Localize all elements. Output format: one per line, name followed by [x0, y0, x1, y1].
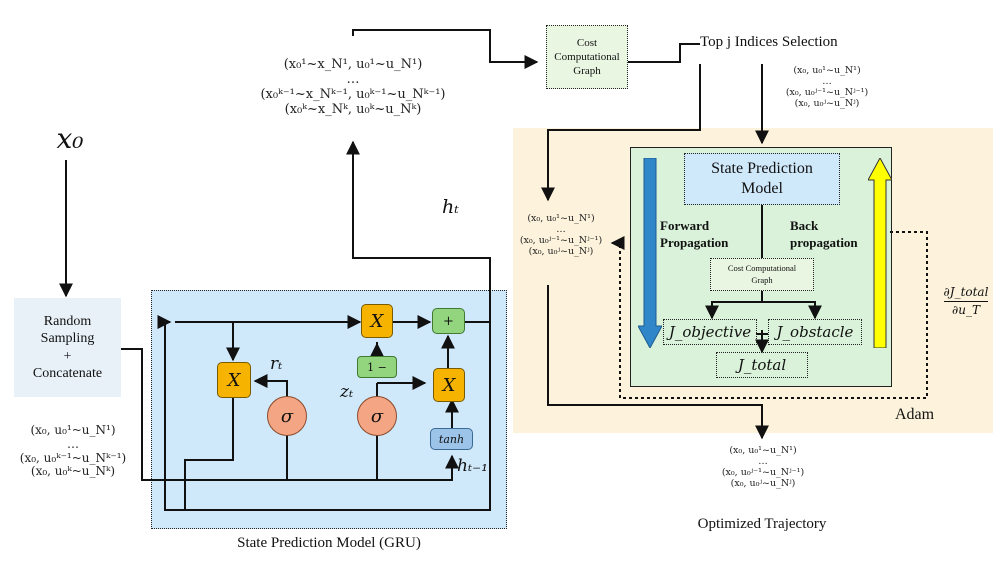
mult-gate-right: X: [433, 368, 465, 402]
gradient-fraction: ∂J_total ∂u_T: [934, 285, 998, 318]
arrow-ht-to-predicted: [346, 140, 491, 296]
selected-tuple-j-minus-1: (x₀, u₀ʲ⁻¹~u_Nʲ⁻¹): [785, 86, 869, 98]
candidate-tuple-j: (x₀, u₀ʲ~u_Nʲ): [528, 245, 594, 257]
input-tuple-ellipsis: …: [67, 436, 79, 451]
predicted-tuples: (x₀¹~x_N¹, u₀¹~u_N¹) … (x₀ᵏ⁻¹~x_Nᵏ⁻¹, u₀…: [258, 57, 448, 118]
line-cost-to-topj: [627, 43, 700, 63]
forward-propagation-arrow: [638, 158, 662, 348]
forward-line2: Propagation: [660, 234, 729, 250]
one-minus-box: 1 −: [357, 356, 397, 378]
output-tuple-ellipsis: …: [758, 455, 768, 467]
selected-tuples: (x₀, u₀¹~u_N¹) … (x₀, u₀ʲ⁻¹~u_Nʲ⁻¹) (x₀,…: [772, 65, 882, 110]
gradient-numerator: ∂J_total: [943, 285, 989, 303]
sigma-update-circle: σ: [357, 396, 397, 436]
tanh-box: tanh: [430, 428, 473, 450]
cost-graph-top-box: Cost Computational Graph: [546, 25, 628, 89]
adam-label: Adam: [895, 406, 935, 423]
state-model-line2: Model: [741, 180, 783, 197]
predicted-tuple-ellipsis: …: [346, 71, 360, 87]
selected-tuple-j: (x₀, u₀ʲ~u_Nʲ): [794, 97, 860, 109]
gru-caption: State Prediction Model (GRU): [237, 535, 421, 551]
initial-state-label: x₀: [56, 121, 84, 155]
random-sampling-box: Random Sampling + Concatenate: [14, 298, 121, 397]
back-propagation-label: Back propagation: [790, 218, 858, 252]
selected-tuple-ellipsis: …: [822, 75, 832, 87]
input-tuple-k: (x₀, u₀ᵏ~u_Nᵏ): [30, 464, 116, 479]
input-tuple-k-minus-1: (x₀, u₀ᵏ⁻¹~u_Nᵏ⁻¹): [19, 450, 127, 465]
cost-graph-top-line2: Graph: [573, 65, 601, 78]
output-tuples: (x₀, u₀¹~u_N¹) … (x₀, u₀ʲ⁻¹~u_Nʲ⁻¹) (x₀,…: [712, 445, 814, 490]
input-tuples: (x₀, u₀¹~u_N¹) … (x₀, u₀ᵏ⁻¹~u_Nᵏ⁻¹) (x₀,…: [8, 423, 138, 479]
j-obstacle-box: J_obstacle: [768, 319, 862, 345]
j-objective-box: J_objective: [663, 319, 757, 345]
output-tuple-1: (x₀, u₀¹~u_N¹): [729, 445, 797, 456]
update-gate-label: zₜ: [340, 382, 354, 402]
forward-line1: Forward: [660, 218, 710, 233]
line-costgraph-to-split: [705, 290, 763, 320]
candidate-tuples: (x₀, u₀¹~u_N¹) … (x₀, u₀ʲ⁻¹~u_Nʲ⁻¹) (x₀,…: [510, 213, 612, 258]
arrow-to-left-tuples: [541, 64, 701, 202]
output-tuple-j-minus-1: (x₀, u₀ʲ⁻¹~u_Nʲ⁻¹): [721, 466, 805, 478]
candidate-tuple-1: (x₀, u₀¹~u_N¹): [527, 213, 595, 224]
line-split-right: [762, 301, 822, 320]
plus-gate: +: [432, 308, 465, 334]
back-propagation-arrow: [868, 158, 892, 348]
mult-gate-top: X: [361, 304, 393, 338]
random-sampling-line3: +: [63, 348, 72, 364]
line-left-to-output: [547, 285, 769, 440]
mult-gate-left: X: [217, 362, 251, 398]
predicted-tuple-1: (x₀¹~x_N¹, u₀¹~u_N¹): [283, 57, 423, 72]
optimized-trajectory-label: Optimized Trajectory: [697, 516, 827, 532]
cost-graph-top-line1: Cost Computational: [554, 36, 620, 63]
arrow-predicted-to-cost: [352, 29, 539, 69]
top-j-selection-label: Top j Indices Selection: [700, 34, 838, 50]
hidden-out-label: hₜ: [442, 196, 459, 218]
state-model-line1: State Prediction: [711, 160, 813, 177]
predicted-tuple-k: (x₀ᵏ~x_Nᵏ, u₀ᵏ~u_Nᵏ): [284, 101, 422, 117]
cost-graph-inner-line1: Cost Computational: [727, 263, 797, 274]
input-tuple-1: (x₀, u₀¹~u_N¹): [30, 423, 116, 437]
back-line2: propagation: [790, 234, 858, 250]
random-sampling-line1: Random: [43, 313, 92, 329]
j-total-box: J_total: [716, 352, 808, 378]
reset-gate-label: rₜ: [270, 354, 283, 374]
back-line1: Back: [790, 218, 819, 233]
gru-feedback-loop: [157, 315, 491, 511]
sigma-reset-circle: σ: [267, 396, 307, 436]
cost-graph-inner-box: Cost Computational Graph: [710, 258, 814, 291]
hidden-prev-label: hₜ₋₁: [457, 456, 488, 476]
arrow-sampling-to-gru: [121, 348, 459, 481]
line-mult-left-down: [184, 396, 234, 510]
gradient-loop: [610, 231, 928, 399]
random-sampling-line2: Sampling: [40, 331, 95, 346]
candidate-tuple-ellipsis: …: [556, 223, 566, 235]
random-sampling-line4: Concatenate: [32, 366, 103, 381]
gradient-denominator: ∂u_T: [952, 303, 980, 318]
output-tuple-j: (x₀, u₀ʲ~u_Nʲ): [730, 477, 796, 489]
selected-tuple-1: (x₀, u₀¹~u_N¹): [793, 65, 861, 76]
candidate-tuple-j-minus-1: (x₀, u₀ʲ⁻¹~u_Nʲ⁻¹): [519, 234, 603, 246]
cost-graph-inner-line2: Graph: [751, 274, 773, 285]
forward-propagation-label: Forward Propagation: [660, 218, 728, 252]
predicted-tuple-k-minus-1: (x₀ᵏ⁻¹~x_Nᵏ⁻¹, u₀ᵏ⁻¹~u_Nᵏ⁻¹): [260, 86, 446, 102]
state-prediction-model-box: State Prediction Model: [684, 153, 840, 205]
